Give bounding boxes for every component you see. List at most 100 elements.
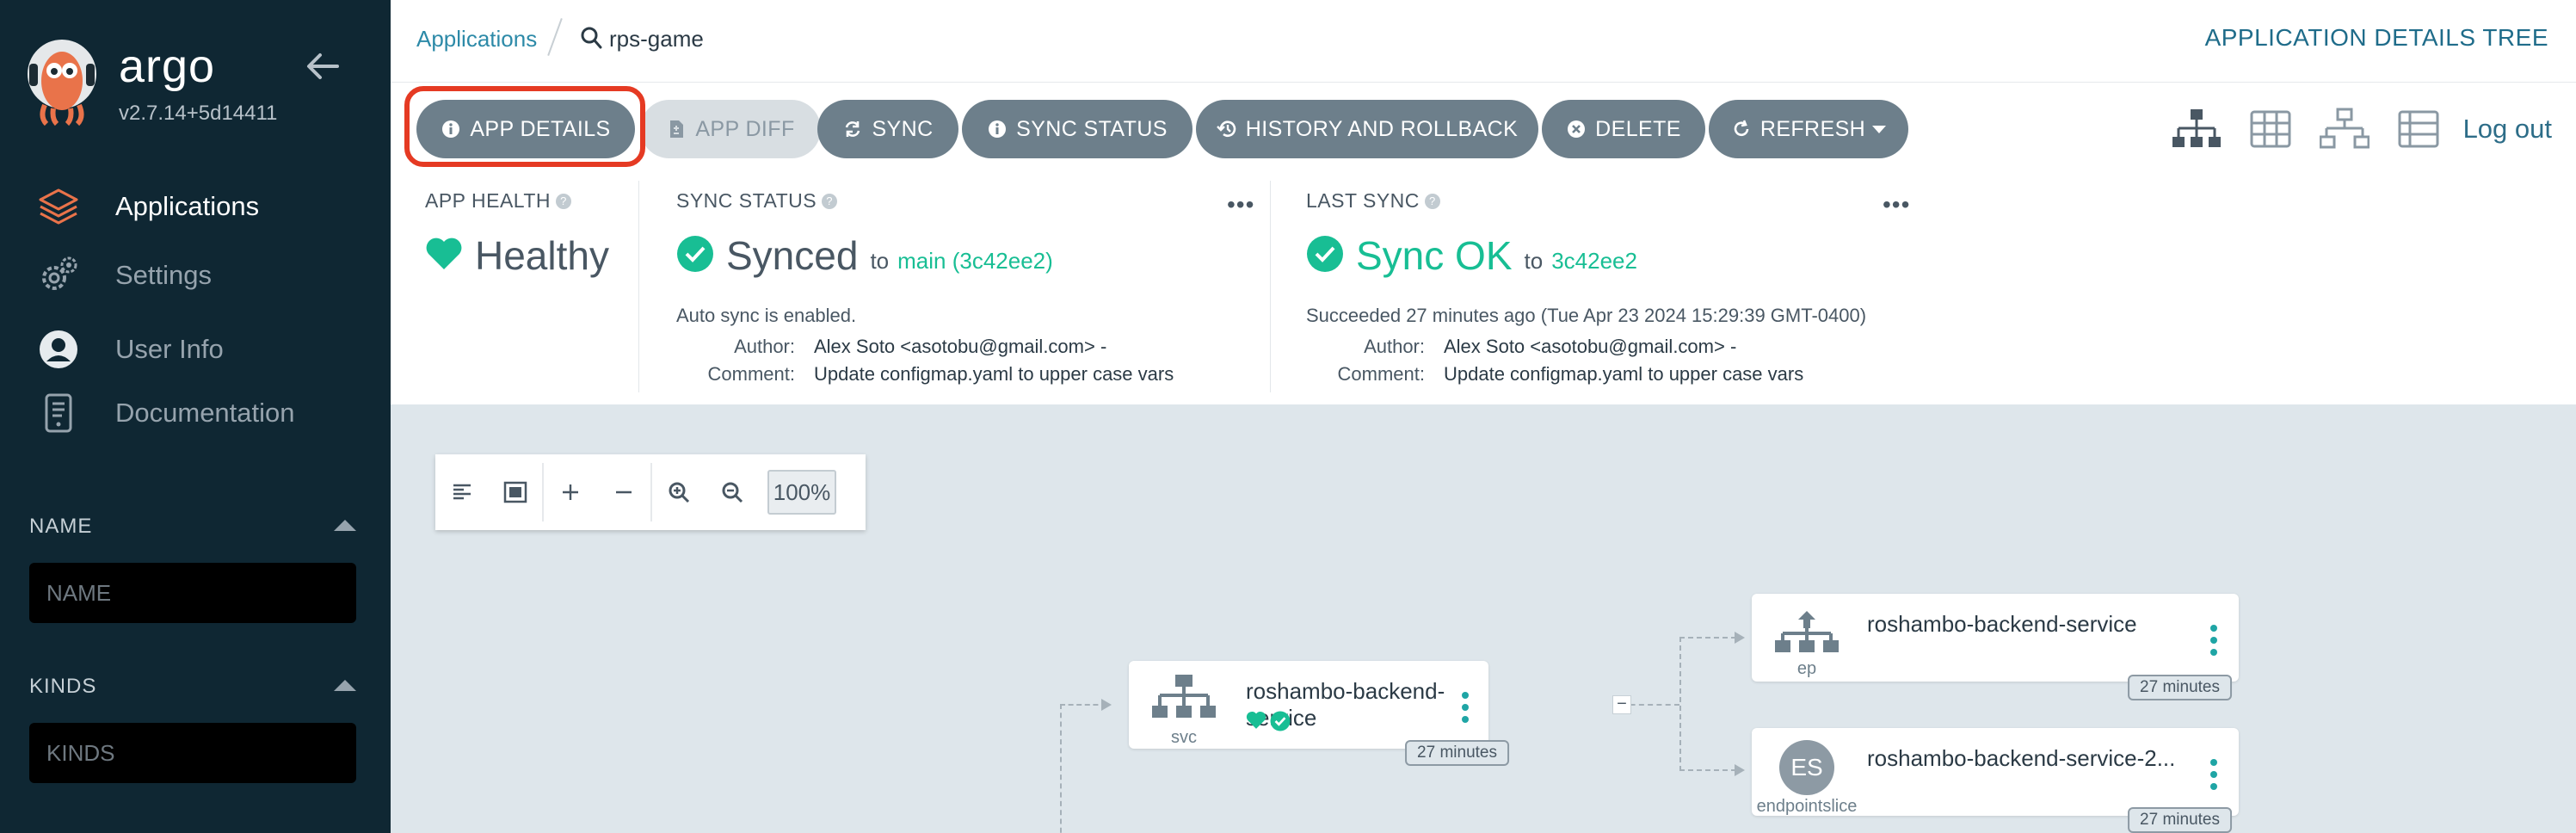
tree-view-icon[interactable] — [2171, 103, 2222, 155]
node-menu-icon[interactable] — [2209, 759, 2218, 795]
sidebar: argo v2.7.14+5d14411 Applications Settin… — [0, 0, 391, 833]
synced-text: Synced — [726, 233, 859, 278]
node-name: roshambo-backend-service-2... — [1867, 745, 2176, 771]
sync-author-row: Author: Alex Soto <asotobu@gmail.com> - — [668, 336, 1106, 358]
breadcrumb-app-name[interactable]: rps-game — [609, 26, 704, 52]
refresh-label: REFRESH — [1759, 116, 1866, 141]
info-icon — [441, 119, 461, 139]
name-filter-label: NAME — [29, 515, 93, 538]
app-details-button[interactable]: APP DETAILS — [416, 100, 635, 158]
last-sync-panel[interactable]: LAST SYNC ? ••• Sync OK to 3c42ee2 Succe… — [1306, 179, 1960, 399]
app-health-title-text: APP HEALTH — [425, 189, 552, 212]
last-sync-menu-icon[interactable]: ••• — [1883, 191, 1911, 218]
endpoints-icon — [1774, 609, 1840, 660]
node-menu-icon[interactable] — [1461, 692, 1470, 728]
panel-divider — [1270, 181, 1271, 392]
help-icon[interactable]: ? — [1424, 193, 1440, 209]
tree-connector — [1679, 769, 1736, 771]
arrow-head-icon — [1735, 764, 1745, 776]
tree-connector — [1679, 637, 1681, 771]
last-sync-title-text: LAST SYNC — [1306, 189, 1420, 212]
app-diff-button[interactable]: APP DIFF — [640, 100, 821, 158]
comment-value: Update configmap.yaml to upper case vars — [814, 363, 1174, 385]
sidebar-item-applications[interactable]: Applications — [36, 182, 259, 231]
sync-status-menu-icon[interactable]: ••• — [1227, 191, 1255, 218]
panel-divider — [638, 181, 639, 392]
search-icon[interactable] — [580, 26, 602, 54]
sync-icon — [842, 119, 863, 139]
layers-icon — [36, 184, 81, 229]
kinds-filter-collapse-icon[interactable] — [334, 680, 356, 691]
node-kind: ep — [1796, 659, 1817, 678]
sidebar-item-label: User Info — [115, 334, 224, 364]
argo-logo-icon[interactable] — [26, 38, 98, 132]
collapse-node-icon[interactable]: − — [1612, 695, 1631, 714]
sync-status-panel[interactable]: SYNC STATUS ? ••• Synced to main (3c42ee… — [676, 179, 1279, 399]
status-panels: APP HEALTH ? Healthy SYNC STATUS ? ••• S… — [391, 172, 2576, 404]
tree-connector — [1612, 704, 1679, 706]
sync-status-button[interactable]: SYNC STATUS — [962, 100, 1192, 158]
toolbar-divider — [542, 463, 544, 521]
zoom-level[interactable]: 100% — [767, 470, 836, 515]
refresh-button[interactable]: REFRESH — [1709, 100, 1908, 158]
author-value: Alex Soto <asotobu@gmail.com> - — [814, 336, 1107, 357]
check-circle-icon — [1306, 235, 1344, 277]
resource-tree-canvas[interactable]: 100% svc roshambo-backend-service 27 min… — [391, 404, 2576, 833]
node-age-badge: 27 minutes — [2128, 675, 2232, 700]
caret-down-icon — [1872, 125, 1887, 133]
sidebar-item-label: Applications — [115, 191, 260, 221]
align-left-icon[interactable] — [435, 454, 489, 530]
node-name: roshambo-backend-service — [1867, 611, 2137, 637]
comment-key: Comment: — [707, 363, 795, 385]
network-view-icon[interactable] — [2319, 103, 2370, 155]
comment-value: Update configmap.yaml to upper case vars — [1444, 363, 1804, 385]
last-sync-value: Sync OK to 3c42ee2 — [1306, 232, 1637, 279]
resource-node-endpointslice[interactable]: ES endpointslice roshambo-backend-servic… — [1752, 728, 2239, 816]
heart-icon — [1246, 711, 1266, 734]
fit-to-screen-icon[interactable] — [489, 454, 542, 530]
collapse-minus-icon[interactable] — [597, 454, 650, 530]
delete-label: DELETE — [1595, 116, 1681, 141]
breadcrumb-applications-link[interactable]: Applications — [416, 26, 538, 52]
view-switcher: Log out — [2148, 103, 2552, 155]
kinds-filter-label: KINDS — [29, 675, 97, 698]
node-age-badge: 27 minutes — [2128, 807, 2232, 833]
collapse-sidebar-icon[interactable] — [303, 46, 342, 90]
author-key: Author: — [1364, 336, 1425, 357]
sidebar-item-documentation[interactable]: Documentation — [36, 389, 295, 437]
sidebar-item-settings[interactable]: Settings — [36, 251, 212, 299]
sidebar-item-user-info[interactable]: User Info — [36, 325, 224, 373]
help-icon[interactable]: ? — [556, 193, 572, 209]
last-sync-revision-link[interactable]: 3c42ee2 — [1551, 247, 1637, 274]
sync-target-link[interactable]: main (3c42ee2) — [897, 247, 1053, 274]
app-health-panel[interactable]: APP HEALTH ? Healthy — [425, 179, 632, 399]
node-menu-icon[interactable] — [2209, 625, 2218, 661]
succeeded-text: Succeeded 27 minutes ago (Tue Apr 23 202… — [1306, 305, 1867, 326]
node-age-badge: 27 minutes — [1405, 740, 1509, 766]
resource-node-ep[interactable]: ep roshambo-backend-service — [1752, 594, 2239, 682]
sync-status-title: SYNC STATUS ? — [676, 189, 838, 213]
name-filter-input[interactable] — [29, 563, 356, 623]
pods-view-icon[interactable] — [2245, 103, 2296, 155]
zoom-in-icon[interactable] — [652, 454, 706, 530]
logout-link[interactable]: Log out — [2462, 114, 2552, 144]
zoom-out-icon[interactable] — [706, 454, 759, 530]
auto-sync-text: Auto sync is enabled. — [676, 305, 857, 326]
app-diff-label: APP DIFF — [695, 116, 795, 141]
resource-node-svc[interactable]: svc roshambo-backend-service — [1129, 661, 1488, 749]
to-word: to — [870, 247, 890, 274]
history-rollback-button[interactable]: HISTORY AND ROLLBACK — [1196, 100, 1538, 158]
expand-plus-icon[interactable] — [544, 454, 597, 530]
sync-label: SYNC — [872, 116, 934, 141]
sync-button[interactable]: SYNC — [817, 100, 958, 158]
last-sync-author-row: Author: Alex Soto <asotobu@gmail.com> - — [1297, 336, 1736, 358]
help-icon[interactable]: ? — [822, 193, 838, 209]
refresh-icon — [1731, 119, 1752, 139]
toolbar-divider — [650, 463, 652, 521]
history-icon — [1216, 119, 1237, 139]
kinds-filter-input[interactable] — [29, 723, 356, 783]
name-filter-collapse-icon[interactable] — [334, 520, 356, 531]
delete-button[interactable]: DELETE — [1542, 100, 1705, 158]
delete-icon — [1566, 119, 1587, 139]
list-view-icon[interactable] — [2393, 103, 2444, 155]
